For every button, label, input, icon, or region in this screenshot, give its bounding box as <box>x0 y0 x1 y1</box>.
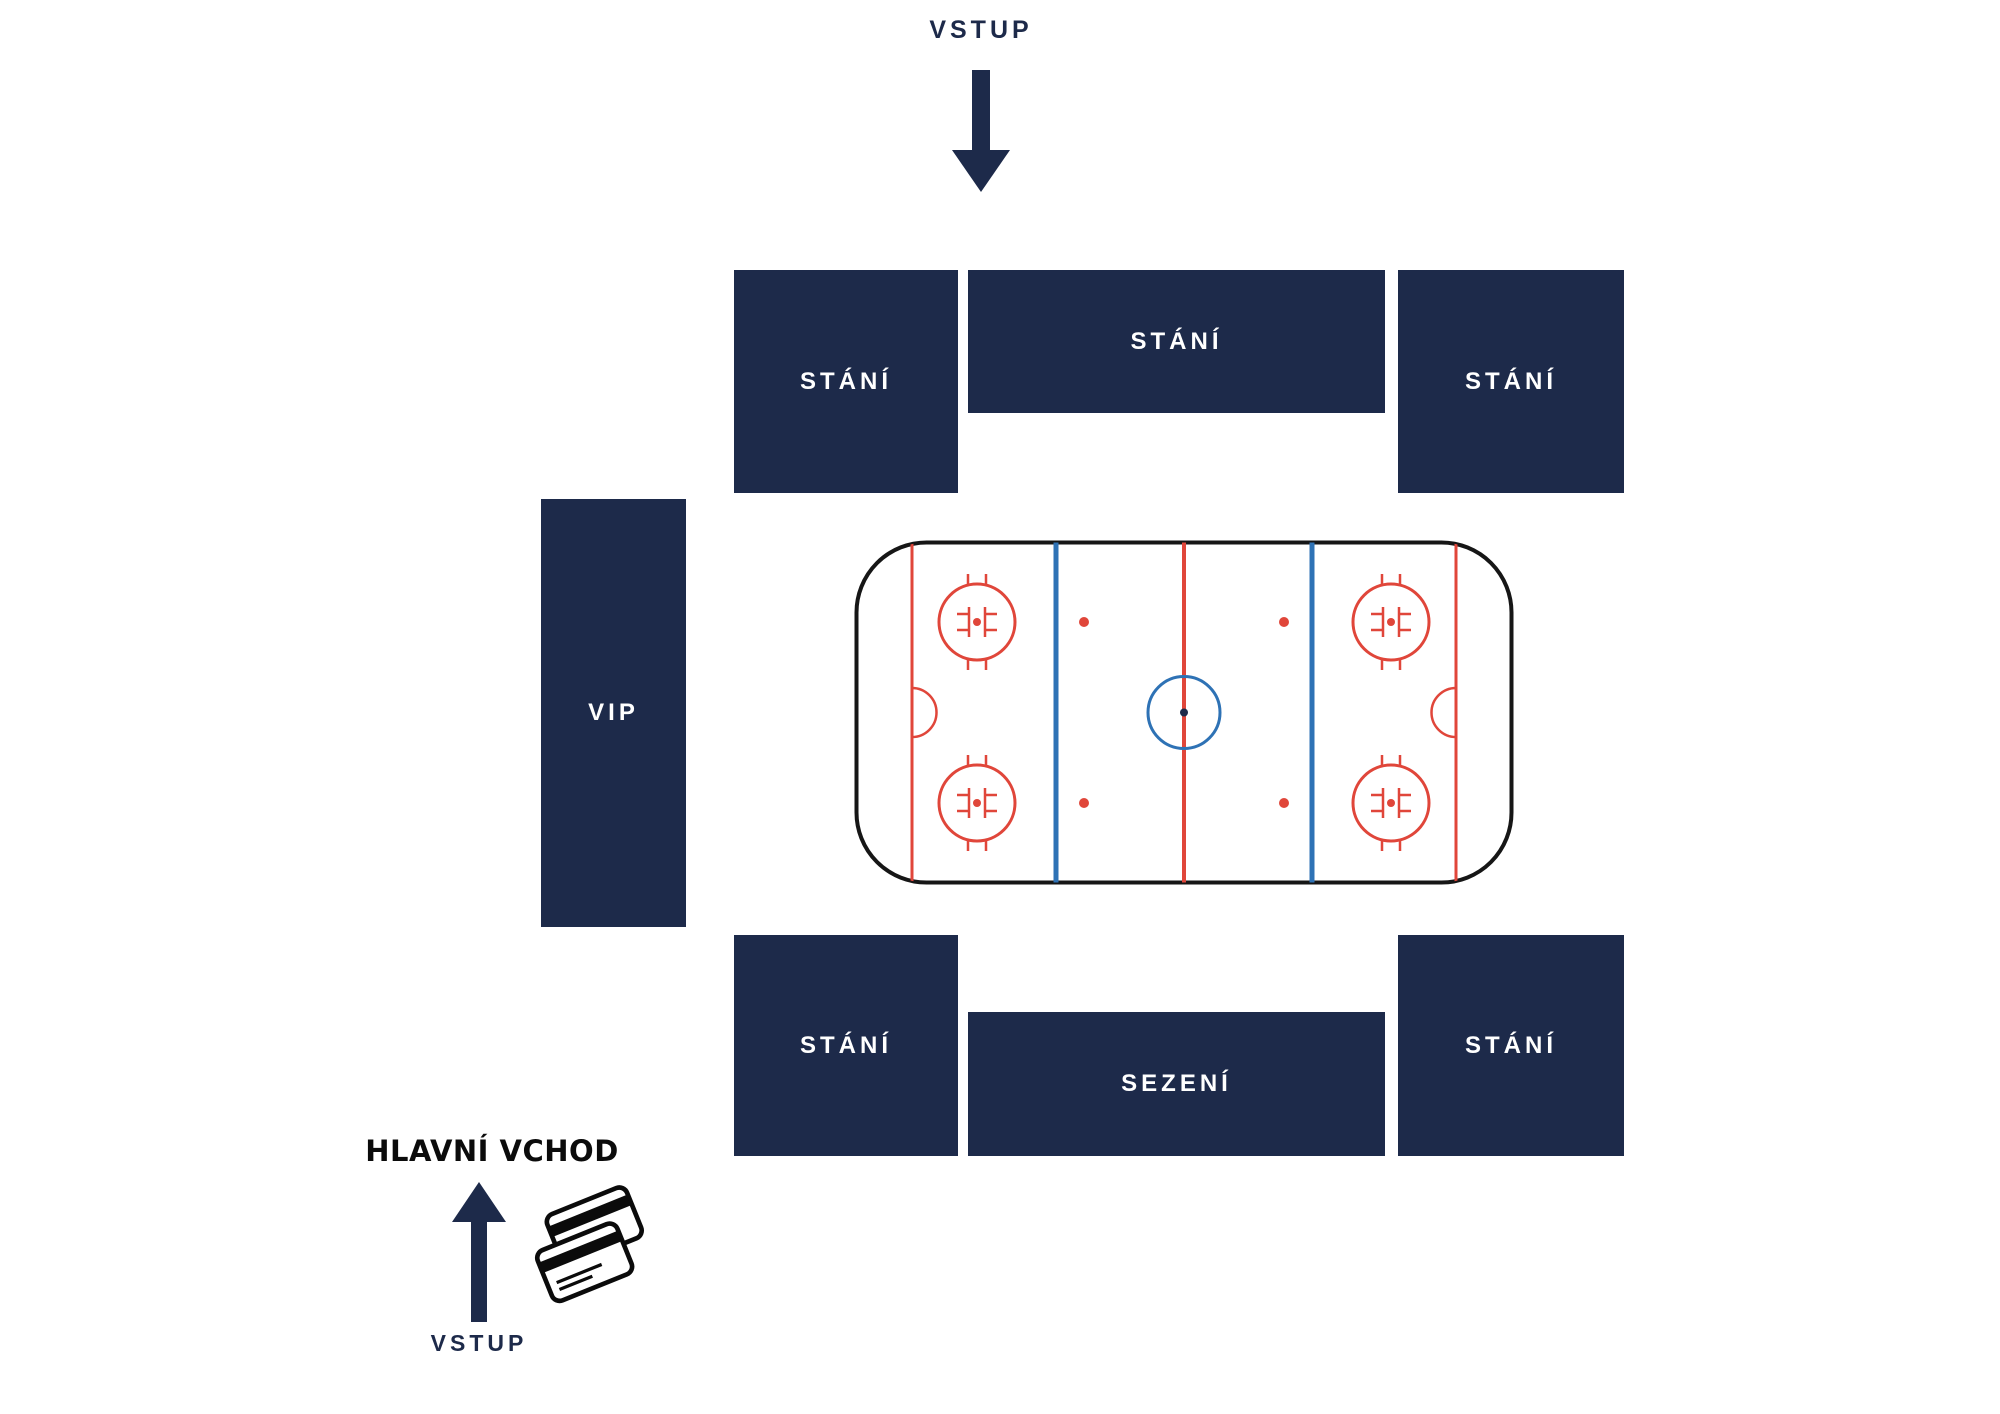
neutral-faceoff-dot <box>1079 798 1089 808</box>
goal-crease-left <box>911 686 938 739</box>
section-seated-bottom-center[interactable]: SEZENÍ <box>968 1012 1385 1156</box>
main-entrance-title: HLAVNÍ VCHOD <box>365 1134 619 1168</box>
section-vip[interactable]: VIP <box>541 499 686 927</box>
section-label: VIP <box>588 699 639 726</box>
section-label: STÁNÍ <box>800 367 892 395</box>
arrow-down-head <box>952 150 1010 192</box>
section-standing-bottom-left[interactable]: STÁNÍ <box>734 935 958 1156</box>
section-standing-top-right[interactable]: STÁNÍ <box>1398 270 1624 493</box>
section-label: SEZENÍ <box>1121 1070 1232 1097</box>
section-label: STÁNÍ <box>1130 327 1223 355</box>
tickets-icon <box>520 1178 660 1318</box>
neutral-faceoff-dot <box>1279 798 1289 808</box>
arrow-down-stem <box>972 70 990 152</box>
arrow-up-head <box>452 1182 506 1222</box>
center-faceoff-dot <box>1180 708 1188 717</box>
section-standing-top-center[interactable]: STÁNÍ <box>968 270 1385 413</box>
entrance-bottom-label: VSTUP <box>430 1330 528 1356</box>
neutral-faceoff-dot <box>1279 617 1289 627</box>
section-label: STÁNÍ <box>800 1031 892 1059</box>
section-standing-bottom-right[interactable]: STÁNÍ <box>1398 935 1624 1156</box>
ticket-card-front <box>534 1221 635 1304</box>
center-circle <box>1146 675 1222 750</box>
goal-crease-right <box>1430 686 1457 739</box>
entrance-top-label: VSTUP <box>929 16 1033 44</box>
arrow-up-stem <box>471 1220 487 1322</box>
hockey-rink <box>854 540 1514 885</box>
section-standing-top-left[interactable]: STÁNÍ <box>734 270 958 493</box>
section-label: STÁNÍ <box>1465 1031 1557 1059</box>
section-label: STÁNÍ <box>1465 367 1557 395</box>
neutral-faceoff-dot <box>1079 617 1089 627</box>
